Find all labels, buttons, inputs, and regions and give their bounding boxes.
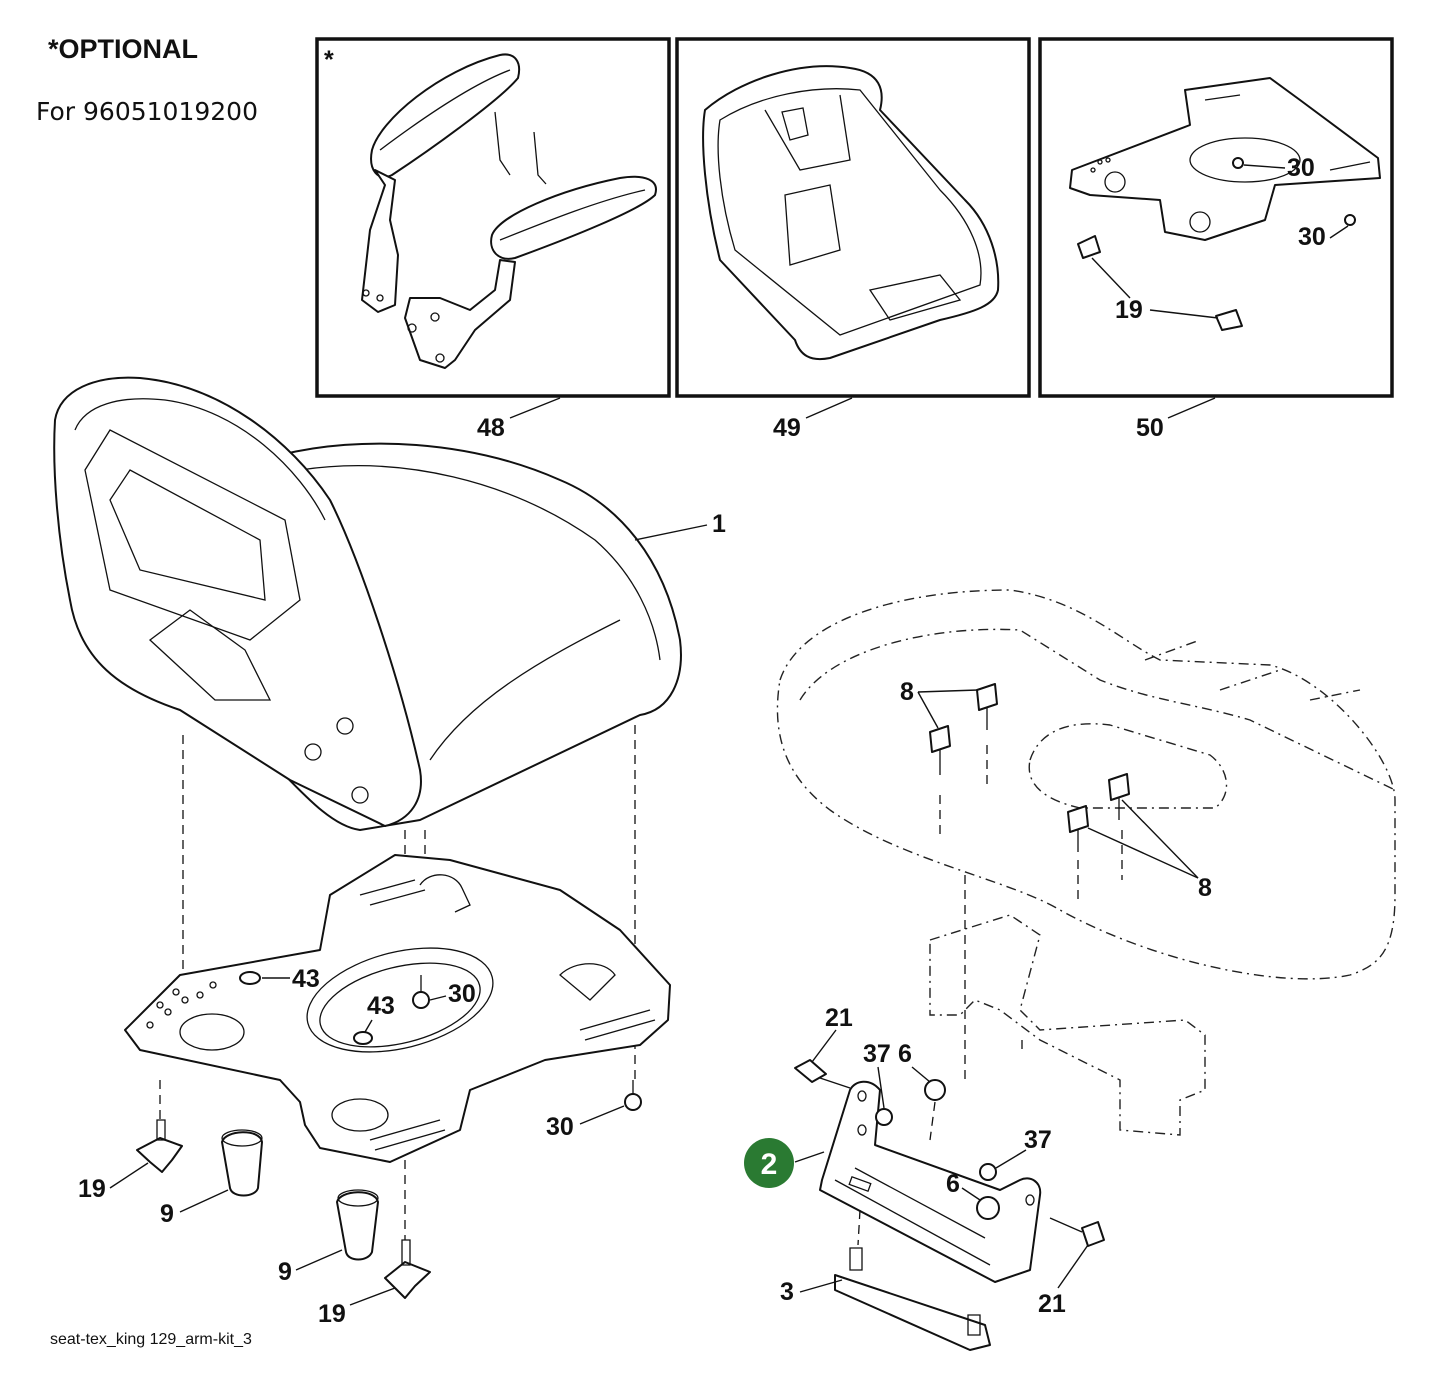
seat-backrest	[53, 376, 422, 827]
callout-37b: 37	[1024, 1126, 1052, 1154]
callout-21b: 21	[1038, 1290, 1066, 1318]
stud-plate-3	[834, 1274, 991, 1351]
knob-1	[136, 1137, 183, 1173]
callout-6a: 6	[898, 1040, 912, 1068]
inset-callout-30b: 30	[1298, 223, 1326, 251]
callout-8-bottom: 8	[1198, 874, 1212, 902]
callout-37a: 37	[863, 1040, 891, 1068]
nut-6-1	[924, 1079, 946, 1101]
bolt-8-1	[929, 725, 951, 753]
nut-6-2	[976, 1196, 1000, 1220]
grommet-2	[353, 1031, 373, 1045]
inset-frame-48	[315, 37, 671, 398]
inset-plate-outline	[1069, 77, 1381, 241]
bolt-8-3	[1108, 773, 1130, 801]
grommet-1	[239, 971, 261, 985]
plate-outline	[124, 854, 671, 1163]
callout-3: 3	[780, 1278, 794, 1306]
inset-callout-19: 19	[1115, 296, 1143, 324]
bolt-8-4	[1067, 805, 1089, 833]
right-armrest-pad	[490, 175, 657, 260]
inset-frame-50	[1038, 37, 1394, 398]
callout-6b: 6	[946, 1170, 960, 1198]
left-armrest-bracket	[361, 169, 399, 313]
inset-callout-30a: 30	[1287, 154, 1315, 182]
callout-30a: 30	[448, 980, 476, 1008]
seat-mounting-plate	[124, 854, 671, 1163]
callout-19b: 19	[318, 1300, 346, 1328]
washer-37-1	[875, 1108, 893, 1126]
inset-knob-1	[1077, 235, 1101, 259]
plate-screw-1	[412, 991, 430, 1009]
bracket-2	[819, 1080, 1042, 1283]
bumper-2	[336, 1191, 379, 1261]
bracket-bolt-2	[1081, 1221, 1105, 1247]
callout-9a: 9	[160, 1200, 174, 1228]
inset-screw-1	[1232, 157, 1244, 169]
left-armrest-pad	[370, 53, 520, 178]
callout-8-top: 8	[900, 678, 914, 706]
seat-assembly: 1	[53, 376, 726, 831]
chassis-ghost	[776, 589, 1396, 1136]
callout-43b: 43	[367, 992, 395, 1020]
inset-armrest-kit: * 48	[315, 37, 671, 442]
right-armrest-bracket	[404, 259, 516, 369]
bracket-bolt-1	[794, 1059, 827, 1083]
inset-frame-49	[675, 37, 1031, 398]
bracket-assembly	[794, 1059, 1105, 1351]
callout-30b: 30	[546, 1113, 574, 1141]
inset-seat-plate: 30 30 19 50	[1038, 37, 1394, 442]
callout-1: 1	[712, 510, 726, 538]
inset-screw-2	[1344, 214, 1356, 226]
allen-key-1	[494, 111, 511, 176]
plate-screw-2	[624, 1093, 642, 1111]
bumper-1	[221, 1131, 263, 1197]
inset-knob-2	[1215, 309, 1243, 331]
callout-21a: 21	[825, 1004, 853, 1032]
callout-50: 50	[1136, 414, 1164, 442]
callout-49: 49	[773, 414, 801, 442]
callout-48: 48	[477, 414, 505, 442]
callout-43a: 43	[292, 965, 320, 993]
allen-key-2	[533, 131, 547, 185]
seat-cushion-outline	[702, 65, 1000, 360]
callout-9b: 9	[278, 1258, 292, 1286]
bracket-callout-badge: 2	[744, 1138, 794, 1188]
callout-2: 2	[761, 1148, 778, 1181]
bolt-8-2	[976, 683, 998, 711]
washer-37-2	[979, 1163, 997, 1181]
callout-19a: 19	[78, 1175, 106, 1203]
chassis-bolts	[929, 683, 1130, 852]
knob-2	[384, 1261, 431, 1299]
optional-marker: *	[324, 46, 334, 74]
brand-logo	[781, 107, 809, 141]
model-subtitle: For 96051019200	[36, 97, 258, 126]
inset-seat-cushion: 49	[675, 37, 1031, 442]
optional-title: *OPTIONAL	[48, 34, 198, 64]
drawing-id: seat-tex_king 129_arm-kit_3	[50, 1331, 252, 1348]
